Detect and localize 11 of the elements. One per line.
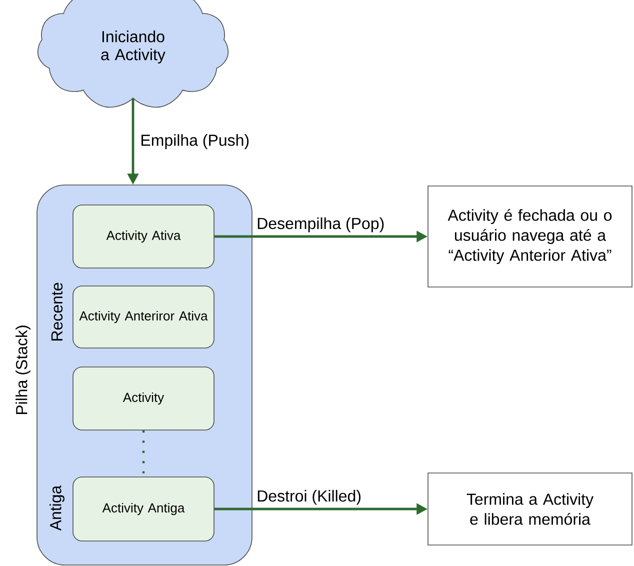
process-box: Termina a Activity e libera memória [428,472,632,546]
process-box: Activity é fechada ou o usuário navega até a “Activity Anterior Ativa” [428,186,632,288]
section-label: Recente [51,282,63,340]
node-label: Pilha (Stack) [16,326,30,414]
activity-box: Activity [72,366,214,430]
activity-box: Activity Anteriror Ativa [72,286,214,348]
edge-label: Empilha (Push) [142,134,249,150]
edge-label: Desempilha (Pop) [258,217,384,232]
activity-box: Activity Antiga [72,476,214,542]
activity-box: Activity Ativa [72,204,214,268]
edge-label: Destroi (Killed) [258,490,360,505]
